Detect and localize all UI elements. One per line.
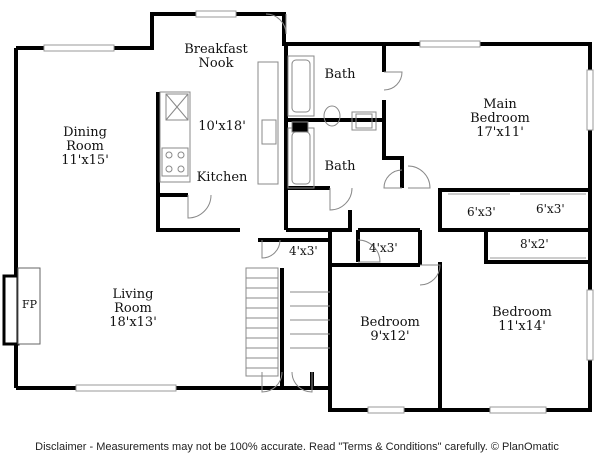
stairs	[245, 267, 330, 377]
room-breakfast-nook: Breakfast Nook	[176, 43, 256, 71]
exterior-walls	[14, 12, 592, 412]
disclaimer-text: Disclaimer - Measurements may not be 100…	[35, 441, 559, 453]
room-bath-lower: Bath	[318, 160, 362, 174]
room-name: Bedroom	[470, 111, 530, 126]
room-dimension: 11'x15'	[61, 153, 109, 168]
floor-plan	[2, 10, 594, 414]
closet-dimension: 4'x3'	[289, 244, 318, 258]
closet-dimension: 8'x2'	[520, 237, 549, 251]
room-dining-room: Dining Room 11'x15'	[50, 126, 120, 168]
room-living-room: Living Room 18'x13'	[98, 288, 168, 330]
closet-6x3-b: 6'x3'	[536, 203, 565, 216]
room-bedroom-small: Bedroom 9'x12'	[350, 316, 430, 344]
room-name: Room	[66, 139, 104, 154]
room-name: Kitchen	[196, 170, 248, 185]
room-kitchen-dim: 10'x18'	[192, 120, 252, 134]
bath-fixtures	[287, 55, 377, 189]
room-name: Breakfast	[184, 42, 248, 57]
closet-rods	[448, 193, 586, 259]
room-name: Bath	[324, 159, 356, 174]
closet-8x2: 8'x2'	[520, 238, 549, 251]
room-name: Bedroom	[360, 315, 420, 330]
room-name: Living	[112, 287, 154, 302]
room-kitchen: Kitchen	[190, 171, 254, 185]
room-dimension: 10'x18'	[198, 119, 246, 134]
doors	[187, 13, 441, 393]
room-dimension: 18'x13'	[109, 315, 157, 330]
room-bath-upper: Bath	[318, 68, 362, 82]
room-name: Dining	[63, 125, 107, 140]
room-name: Main	[483, 97, 517, 112]
closet-dimension: 4'x3'	[369, 241, 398, 255]
room-name: Bath	[324, 67, 356, 82]
closet-dimension: 6'x3'	[467, 205, 496, 219]
room-name: Nook	[198, 56, 234, 71]
room-dimension: 17'x11'	[476, 125, 524, 140]
room-name: Room	[114, 301, 152, 316]
kitchen-counters	[159, 61, 279, 185]
room-bedroom-large: Bedroom 11'x14'	[482, 306, 562, 334]
room-dimension: 11'x14'	[498, 319, 546, 334]
closet-dimension: 6'x3'	[536, 202, 565, 216]
room-name: Bedroom	[492, 305, 552, 320]
closet-6x3-a: 6'x3'	[467, 206, 496, 219]
closet-4x3-a: 4'x3'	[289, 245, 318, 258]
closet-4x3-b: 4'x3'	[369, 242, 398, 255]
windows	[43, 10, 594, 414]
fireplace	[2, 267, 41, 346]
room-dimension: 9'x12'	[370, 329, 410, 344]
fireplace-label: FP	[22, 298, 38, 311]
room-main-bedroom: Main Bedroom 17'x11'	[460, 98, 540, 140]
